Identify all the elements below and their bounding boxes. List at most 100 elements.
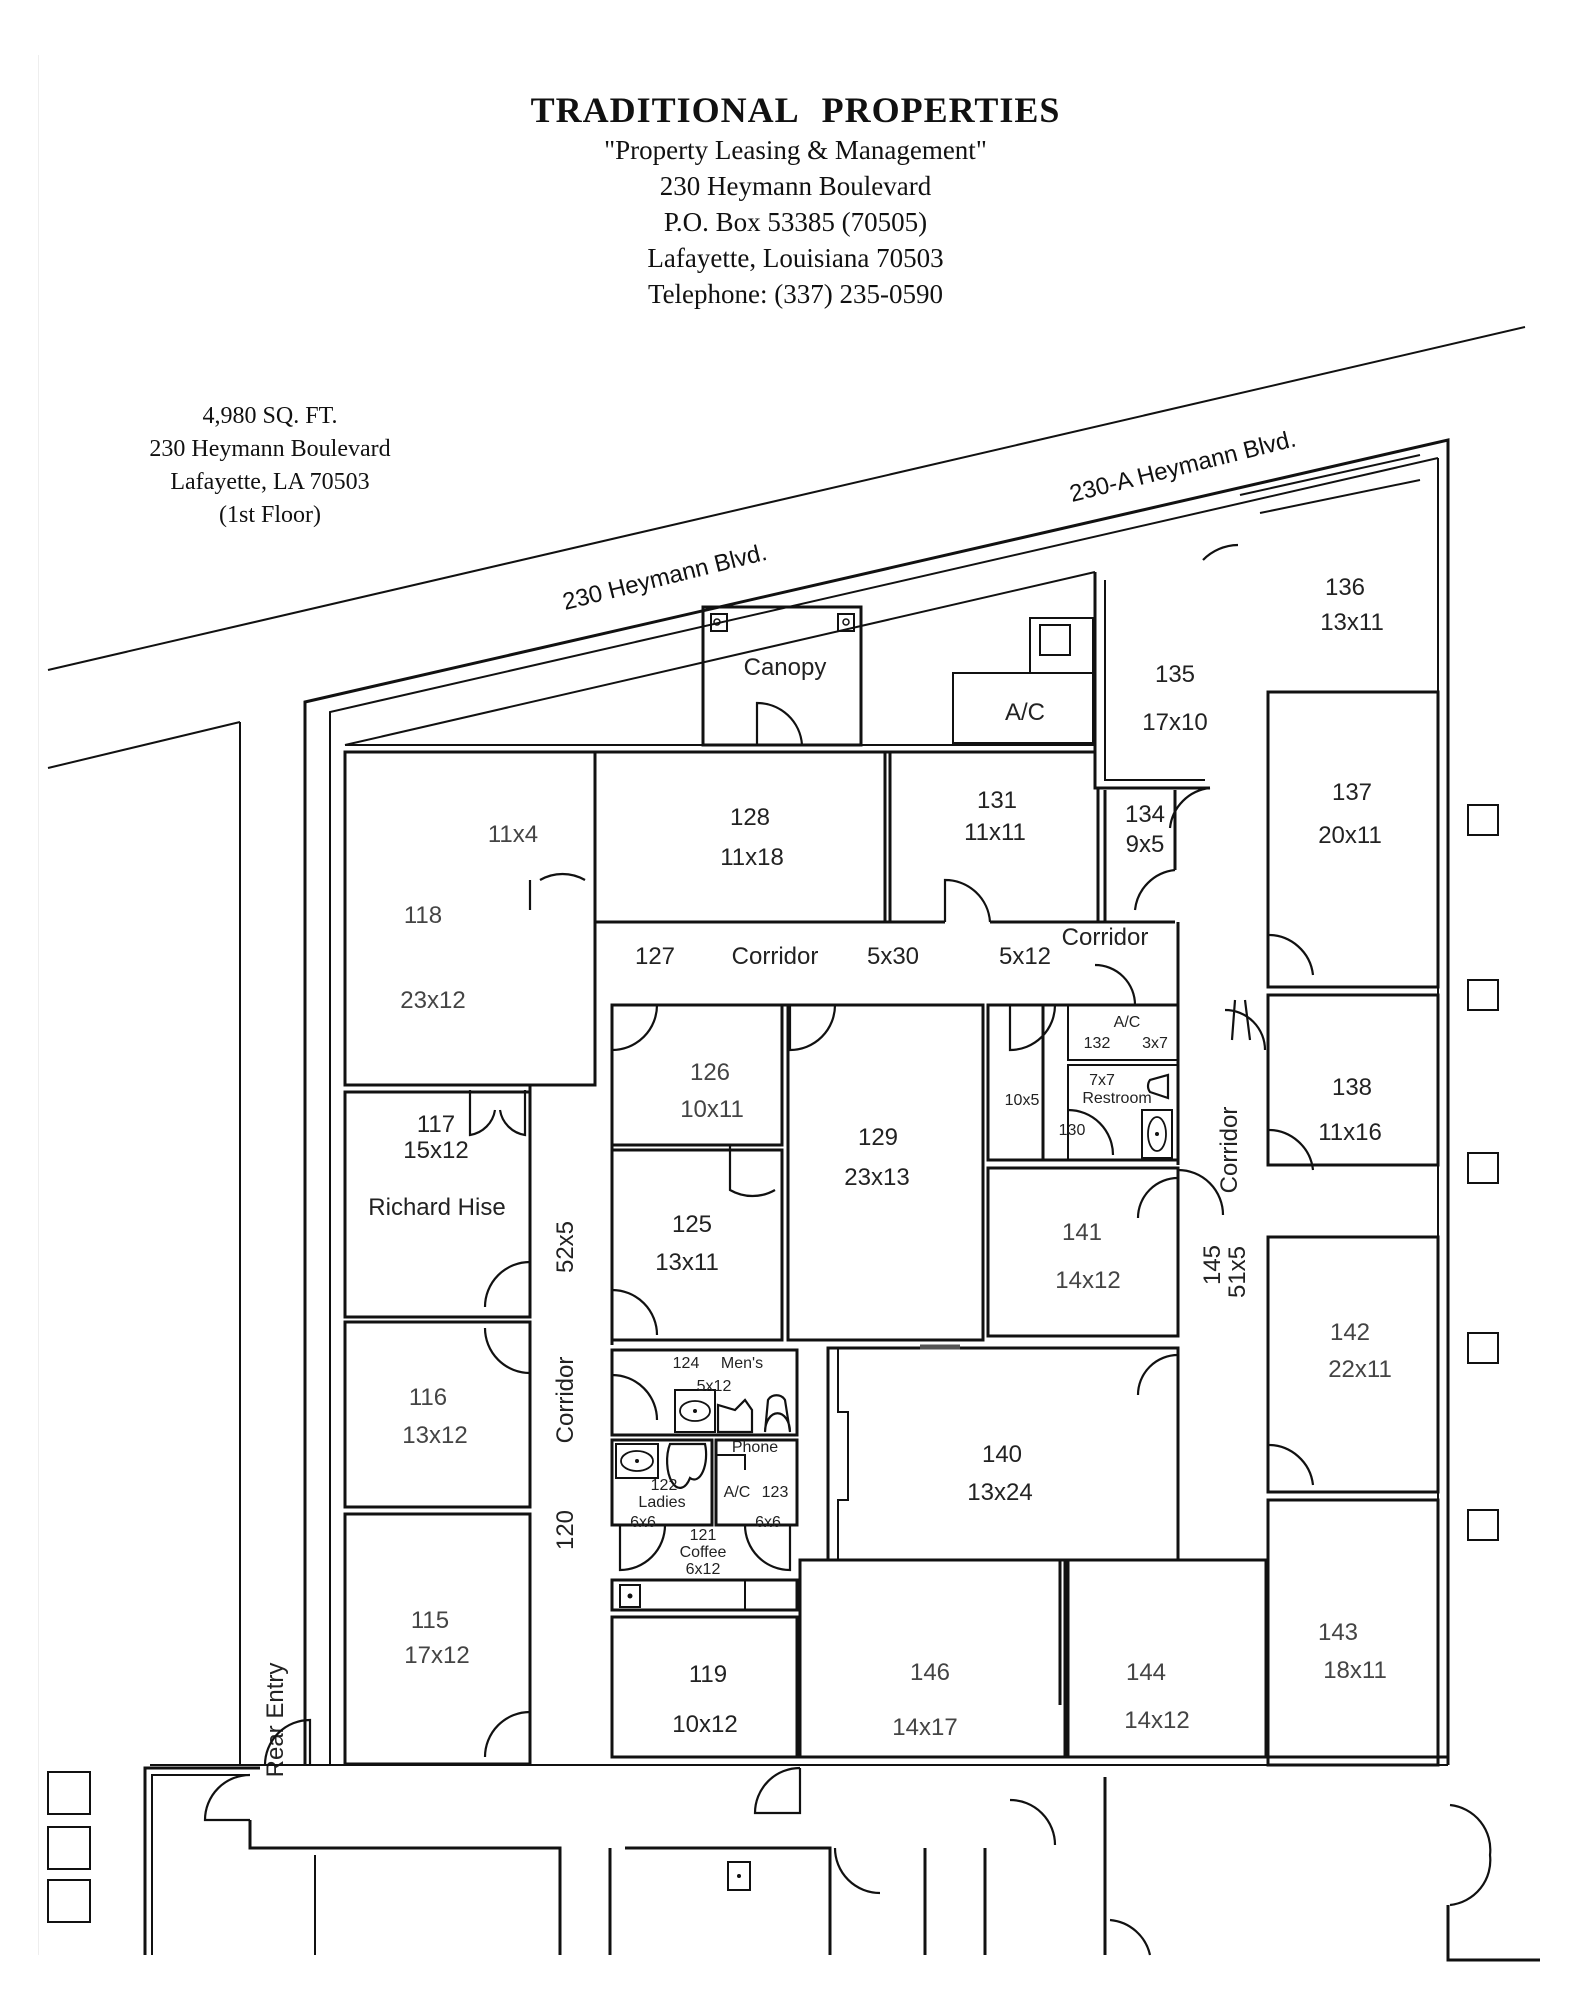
room-143-size: 18x11: [1323, 1657, 1387, 1684]
room-121-number: 121: [690, 1527, 717, 1544]
room-124-size: 5x12: [697, 1378, 732, 1395]
room-131-number: 131: [977, 787, 1017, 814]
ac-unit-label: A/C: [1005, 699, 1045, 726]
corridor-120-number: 120: [552, 1510, 579, 1550]
room-116-size: 13x12: [402, 1422, 467, 1449]
rear-entry-door: [263, 1718, 312, 1766]
room-128-size: 11x18: [720, 844, 784, 871]
corridor-5x12-name: Corridor: [1062, 924, 1149, 951]
room-136-size: 13x11: [1320, 609, 1384, 636]
letterhead: TRADITIONAL PROPERTIES "Property Leasing…: [0, 88, 1591, 312]
room-122-number: 122: [651, 1477, 678, 1494]
corridor-127-name: Corridor: [732, 943, 819, 970]
corridor-145-size: 51x5: [1224, 1246, 1251, 1298]
room-115-number: 115: [411, 1607, 449, 1634]
room-126-size: 10x11: [680, 1096, 744, 1123]
corridor-5x12-size: 5x12: [999, 943, 1051, 970]
room-137-size: 20x11: [1318, 822, 1382, 849]
room-123-size: 6x6: [755, 1514, 781, 1531]
bottom-row-walls: [610, 1558, 1268, 1759]
right-column-walls: [1230, 690, 1499, 1767]
corridor-145-number: 145: [1199, 1245, 1226, 1285]
room-124-name: Men's: [721, 1355, 763, 1372]
room-134-size: 9x5: [1126, 831, 1165, 858]
street-lines: [47, 326, 1526, 1765]
room-137-number: 137: [1332, 779, 1372, 806]
room-141-number: 141: [1062, 1219, 1102, 1246]
room-144-number: 144: [1126, 1659, 1166, 1686]
room-135-number: 135: [1155, 661, 1195, 688]
room-144-size: 14x12: [1124, 1707, 1189, 1734]
room-140-number: 140: [982, 1441, 1022, 1468]
canopy-label: Canopy: [744, 654, 827, 681]
room-146-size: 14x17: [892, 1714, 957, 1741]
company-address: 230 Heymann Boulevard: [659, 171, 932, 201]
room-123-name: A/C: [724, 1484, 751, 1501]
corridor-120-size: 52x5: [552, 1221, 579, 1273]
room-117-tenant: Richard Hise: [368, 1194, 505, 1221]
room-143-number: 143: [1318, 1619, 1358, 1646]
room-138-size: 11x16: [1318, 1119, 1382, 1146]
room-132-name: A/C: [1114, 1014, 1141, 1031]
room-123-number: 123: [762, 1484, 789, 1501]
restroom-size: 7x7: [1089, 1072, 1115, 1089]
room-119-size: 10x12: [672, 1711, 737, 1738]
room-126-number: 126: [690, 1059, 730, 1086]
room-132-size: 3x7: [1142, 1035, 1168, 1052]
company-tagline: "Property Leasing & Management": [604, 135, 987, 165]
room-118-size: 23x12: [400, 987, 465, 1014]
room-117-number: 117: [417, 1111, 455, 1138]
room-131-size: 11x11: [964, 819, 1026, 846]
company-name: TRADITIONAL PROPERTIES: [530, 90, 1061, 130]
room-121-size: 6x12: [686, 1561, 721, 1578]
company-city: Lafayette, Louisiana 70503: [647, 243, 944, 273]
company-po-box: P.O. Box 53385 (70505): [663, 207, 928, 237]
room-125-size: 13x11: [655, 1249, 719, 1276]
restroom-cluster: [610, 1348, 799, 1612]
street-label-main: 230 Heymann Blvd.: [560, 539, 770, 616]
room-122-size: 6x6: [630, 1514, 656, 1531]
room-132-number: 132: [1084, 1035, 1111, 1052]
street-label-annex: 230-A Heymann Blvd.: [1067, 425, 1299, 507]
corridor-127-number: 127: [635, 943, 675, 970]
restroom-name: Restroom: [1082, 1090, 1151, 1107]
room-128-number: 128: [730, 804, 770, 831]
room-134-number: 134: [1125, 801, 1165, 828]
room-140-size: 13x24: [967, 1479, 1032, 1506]
left-column-walls: [343, 750, 597, 1766]
room-142-size: 22x11: [1328, 1356, 1392, 1383]
ac-unit: [952, 617, 1094, 744]
room-129-size: 23x13: [844, 1164, 909, 1191]
room-125-number: 125: [672, 1211, 712, 1238]
room-135-size: 17x10: [1142, 709, 1207, 736]
room-123-phone: Phone: [732, 1439, 778, 1456]
page-edge: [38, 55, 39, 1955]
room-118-sub-size: 11x4: [488, 821, 538, 848]
room-122-name: Ladies: [638, 1494, 685, 1511]
corridor-120-name: Corridor: [552, 1357, 579, 1444]
property-area: 4,980 SQ. FT.: [202, 403, 338, 429]
room-138-number: 138: [1332, 1074, 1372, 1101]
property-address: 230 Heymann Boulevard: [149, 436, 391, 462]
room-142-number: 142: [1330, 1319, 1370, 1346]
corridor-145-name: Corridor: [1216, 1107, 1243, 1194]
building-outline: [303, 438, 1450, 1765]
room-129-number: 129: [858, 1124, 898, 1151]
room-121-name: Coffee: [680, 1544, 727, 1561]
corridor-127-size: 5x30: [867, 943, 919, 970]
room-119-number: 119: [689, 1661, 727, 1688]
room-146-number: 146: [910, 1659, 950, 1686]
lower-building: [47, 1766, 1540, 1962]
company-phone: Telephone: (337) 235-0590: [647, 279, 944, 309]
room-130-size: 10x5: [1005, 1092, 1040, 1109]
property-info: 4,980 SQ. FT. 230 Heymann Boulevard Lafa…: [110, 400, 430, 532]
top-row-walls: [345, 744, 1211, 924]
room-136-number: 136: [1325, 574, 1365, 601]
room-130-number: 130: [1059, 1122, 1086, 1139]
property-floor: (1st Floor): [219, 502, 321, 528]
room-124-number: 124: [673, 1355, 700, 1372]
room-141-size: 14x12: [1055, 1267, 1120, 1294]
property-city: Lafayette, LA 70503: [170, 469, 370, 495]
